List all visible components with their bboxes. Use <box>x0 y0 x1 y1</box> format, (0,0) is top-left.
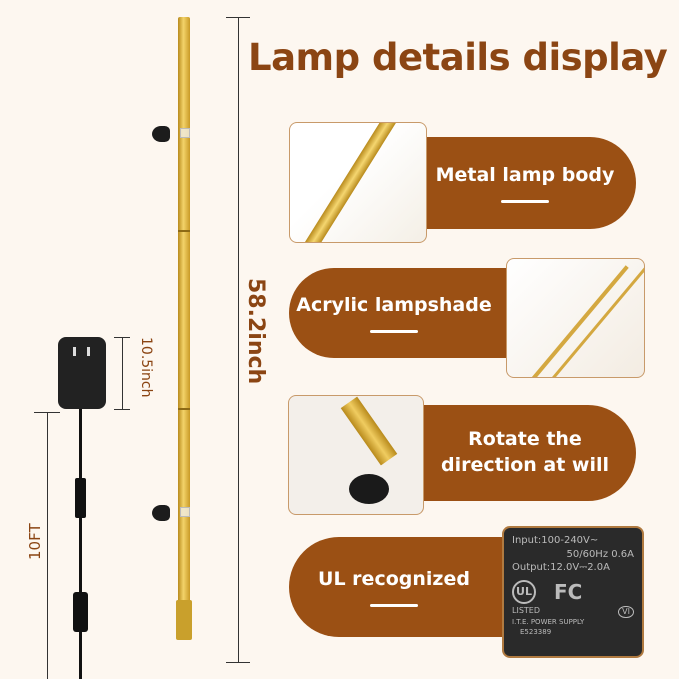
power-adapter <box>58 337 106 409</box>
feature-metal-body: Metal lamp body <box>400 137 636 229</box>
dim-line <box>238 17 239 662</box>
dim-line <box>122 337 123 409</box>
code-text: E523389 <box>520 627 552 636</box>
feature-label: Acrylic lampshade <box>296 293 492 316</box>
supply-text: I.T.E. POWER SUPPLY <box>512 618 585 627</box>
ul-logo: UL <box>512 580 536 604</box>
cord-connector <box>75 478 86 518</box>
adapter-prong <box>87 347 90 356</box>
feature-rotate: Rotate the direction at will <box>400 405 636 501</box>
lamp-end-cap <box>176 600 192 640</box>
lamp-rod <box>178 17 190 640</box>
power-cord <box>79 409 82 679</box>
rod-joint <box>178 230 190 232</box>
underline <box>370 604 418 608</box>
underline <box>501 200 549 204</box>
plate-input: Input:100-240V~ <box>512 535 599 546</box>
adapter-length-label: 10.5inch <box>138 337 154 398</box>
feature-label: Metal lamp body <box>435 163 615 186</box>
adapter-prong <box>73 347 76 356</box>
dim-tick <box>114 409 130 410</box>
feature-acrylic-shade: Acrylic lampshade <box>289 268 529 358</box>
fcc-logo: FC <box>554 579 583 604</box>
inline-switch[interactable] <box>73 592 88 632</box>
feature-label-line2: direction at will <box>440 454 610 476</box>
dim-tick <box>226 662 250 663</box>
efficiency-mark: VI <box>618 605 634 619</box>
feature-ul: UL recognized <box>289 537 519 637</box>
dim-line <box>47 412 48 679</box>
underline <box>370 330 418 334</box>
shade-edge <box>529 265 629 377</box>
rod-joint <box>178 408 190 410</box>
plate-output: Output:12.0V⎓2.0A <box>512 562 610 573</box>
shade-edge <box>549 265 644 377</box>
bracket-clip <box>180 507 190 517</box>
feature-label: UL recognized <box>318 567 470 590</box>
rod-detail <box>296 123 398 242</box>
plate-freq: 50/60Hz 0.6A <box>566 548 634 560</box>
wall-bracket <box>152 505 170 521</box>
bracket-clip <box>180 128 190 138</box>
adapter-label-photo: Input:100-240V~ 50/60Hz 0.6A Output:12.0… <box>502 526 644 658</box>
rod-detail <box>340 396 398 466</box>
lamp-length-label: 58.2inch <box>243 278 268 385</box>
bracket-detail <box>349 474 389 504</box>
feature-label-line1: Rotate the <box>468 428 582 451</box>
rotate-photo <box>288 395 424 515</box>
acrylic-shade-photo <box>506 258 645 378</box>
cord-length-label: 10FT <box>26 523 44 560</box>
page-title: Lamp details display <box>248 36 668 79</box>
wall-bracket <box>152 126 170 142</box>
listed-text: LISTED <box>512 605 540 615</box>
metal-body-photo <box>289 122 427 243</box>
